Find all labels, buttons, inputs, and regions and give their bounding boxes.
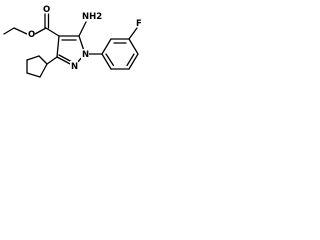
- cyclopentyl-ring-bond-5: [39, 63, 48, 78]
- cyclopentyl-ring-bond-1: [38, 55, 48, 65]
- ring-nitrogen-2-label: N: [71, 62, 78, 72]
- ring-nitrogen-1-label: N: [82, 50, 89, 60]
- ring-n2-c3-double-bond-b: [58, 54, 73, 63]
- phenyl-bond-1: [101, 38, 112, 55]
- ring-nitrogen-1-label-bg: [81, 49, 89, 59]
- amine-label: NH2: [82, 12, 102, 22]
- ring-nitrogen-2-label-bg: [70, 61, 78, 71]
- phenyl-inner-double-3: [105, 53, 115, 67]
- amine-bond: [78, 21, 87, 37]
- carbonyl-oxygen-label: O: [43, 5, 50, 15]
- fluorine-label: F: [136, 19, 142, 29]
- ester-o-carbonyl-bond: [34, 27, 47, 35]
- cyclopentyl-attach-bond: [46, 56, 58, 65]
- cyclopentyl-ring-bond-4: [26, 72, 41, 78]
- phenyl-inner-double-2: [126, 53, 135, 67]
- ethyl-ch2-o-bond: [13, 27, 28, 35]
- fluorine-bond: [128, 27, 138, 40]
- phenyl-bond-6: [101, 53, 112, 70]
- phenyl-bond-3: [128, 38, 139, 55]
- ring-c3-c4-bond: [56, 35, 60, 58]
- chemical-structure-diagram: O O NH2 N N F: [3, 5, 142, 78]
- phenyl-bond-4: [128, 53, 139, 70]
- carbonyl-to-ring-bond: [45, 27, 60, 37]
- ester-oxygen-label-bg: [27, 29, 35, 39]
- ethyl-ch3-bond: [3, 27, 15, 35]
- cyclopentyl-ring-bond-2: [26, 55, 40, 61]
- ester-oxygen-label: O: [28, 30, 35, 40]
